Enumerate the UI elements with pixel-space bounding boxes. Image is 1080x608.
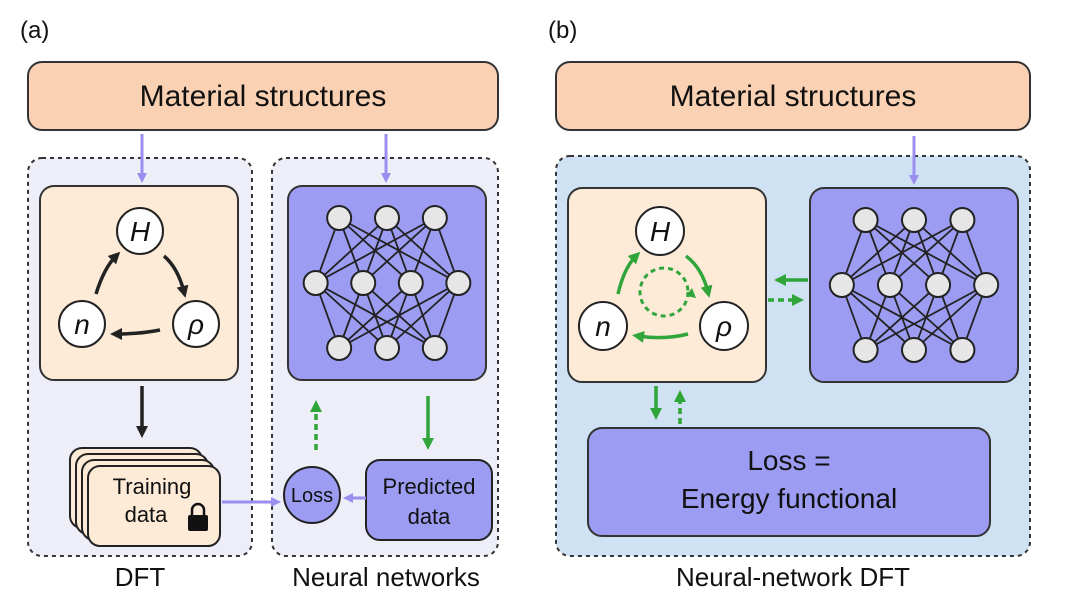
nn-edge: [338, 282, 459, 349]
dashed-inner-cycle: [638, 266, 690, 318]
n-label-b: n: [595, 311, 611, 342]
loss-energy-functional-box: [587, 427, 991, 537]
dashed-cycle-arrowhead: [686, 288, 696, 298]
nn-node: [421, 205, 448, 231]
predicted-data-line2: data: [408, 504, 452, 529]
n-label-a: n: [74, 309, 90, 340]
nn-node: [876, 272, 903, 298]
nn-node: [852, 207, 879, 233]
arrow-h-to-rho-a: [162, 254, 189, 298]
energy-functional-label: Energy functional: [681, 483, 897, 514]
training-data-line1: Training: [113, 474, 192, 499]
panel-b-label: (b): [548, 17, 577, 44]
nn-node: [350, 270, 377, 296]
nn-node: [852, 337, 879, 363]
predicted-data-box: [365, 459, 493, 541]
caption-dft: DFT: [115, 562, 166, 592]
nn-node: [925, 272, 952, 298]
n-node-b: [578, 301, 628, 351]
neural-network-box-a: [287, 185, 487, 381]
nn-edge: [889, 219, 964, 286]
nn-node: [302, 270, 329, 296]
green-arrow-h-to-rho: [684, 254, 713, 298]
nn-edge: [865, 284, 987, 351]
h-node-b: [635, 206, 685, 256]
neural-network-graph-a: [302, 205, 472, 361]
panel-a-label: (a): [20, 17, 49, 44]
h-label-b: H: [650, 216, 671, 247]
nn-node: [374, 205, 400, 231]
nn-node: [326, 335, 353, 361]
caption-neural-networks: Neural networks: [292, 562, 480, 592]
predicted-data-line1: Predicted: [383, 474, 476, 499]
material-structures-box-a: [27, 61, 499, 131]
neural-network-graph-b: [828, 207, 1000, 363]
rho-node-b: [699, 301, 749, 351]
arrow-n-to-h-a: [94, 251, 121, 295]
nn-edge: [913, 284, 987, 351]
loss-node-a: [283, 466, 341, 524]
rho-label-a: ρ: [187, 309, 204, 340]
n-node-a: [58, 300, 106, 348]
nn-edge: [315, 217, 388, 284]
lock-icon: [188, 502, 208, 531]
nn-edge: [338, 282, 412, 349]
arrow-rho-to-n-a: [110, 327, 161, 340]
green-arrow-rho-to-n: [632, 330, 689, 343]
nn-edge: [315, 217, 436, 284]
nn-edge: [362, 217, 436, 284]
neural-network-box-b: [809, 187, 1019, 383]
nn-edge: [386, 282, 459, 349]
training-data-line2: data: [125, 502, 169, 527]
caption-neural-network-dft: Neural-network DFT: [676, 562, 910, 592]
material-structures-box-b: [555, 61, 1031, 131]
nn-node: [901, 207, 927, 233]
nn-node: [949, 337, 976, 363]
h-node-a: [116, 207, 164, 255]
material-structures-label-a: Material structures: [140, 80, 387, 113]
nn-node: [326, 205, 353, 231]
rho-label-b: ρ: [715, 311, 732, 342]
nn-node: [973, 272, 1000, 298]
nn-edge: [841, 219, 963, 286]
nn-node: [397, 270, 424, 296]
nn-node: [421, 335, 448, 361]
nn-node: [445, 270, 472, 296]
nn-node: [828, 272, 855, 298]
green-arrow-n-to-h: [616, 251, 641, 295]
loss-label-b: Loss =: [747, 445, 830, 476]
nn-node: [949, 207, 976, 233]
material-structures-label-b: Material structures: [670, 80, 917, 113]
training-data-box: [87, 465, 221, 547]
nn-edge: [864, 284, 939, 351]
loss-label-a: Loss: [291, 485, 333, 507]
nn-node: [901, 337, 927, 363]
nn-node: [374, 335, 400, 361]
h-label-a: H: [130, 216, 151, 247]
nn-edge: [841, 219, 915, 286]
rho-node-a: [172, 300, 220, 348]
